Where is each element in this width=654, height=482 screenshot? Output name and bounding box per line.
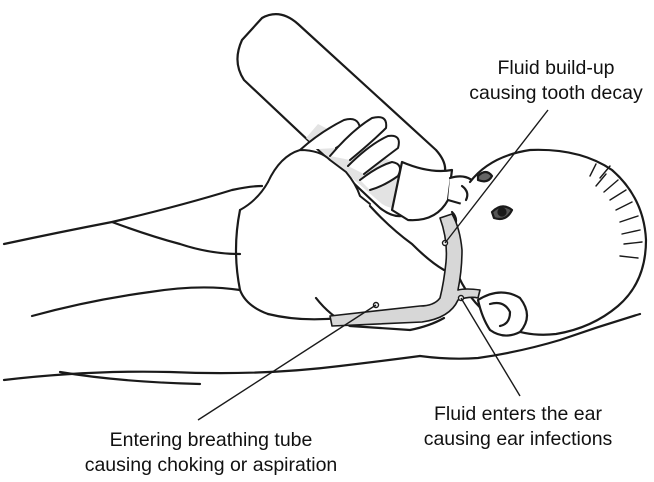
tooth-decay-line1: Fluid build-up — [466, 56, 646, 81]
breathing-tube-line1: Entering breathing tube — [66, 428, 356, 453]
tooth-decay-line2: causing tooth decay — [466, 81, 646, 106]
baby-head — [451, 150, 646, 336]
fluid-path — [330, 214, 480, 326]
ear-infection-annotation: Fluid enters the ear causing ear infecti… — [398, 402, 638, 452]
bottle-collar — [392, 162, 452, 220]
breathing-leader-line — [198, 305, 376, 420]
breathing-tube-line2: causing choking or aspiration — [66, 453, 356, 478]
baby-ear — [478, 292, 527, 335]
ear-infection-line2: causing ear infections — [398, 427, 638, 452]
tooth-decay-annotation: Fluid build-up causing tooth decay — [466, 56, 646, 106]
ear-infection-line1: Fluid enters the ear — [398, 402, 638, 427]
breathing-tube-annotation: Entering breathing tube causing choking … — [66, 428, 356, 478]
